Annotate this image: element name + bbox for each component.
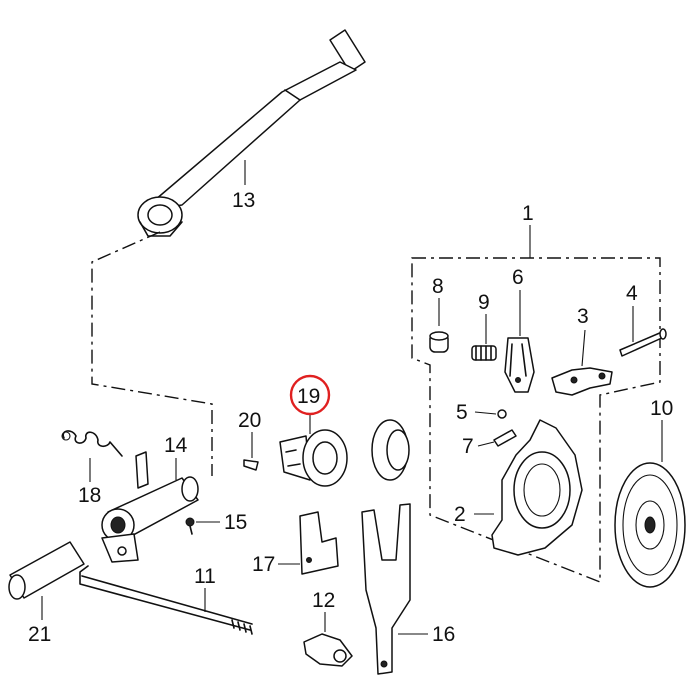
callout-1: 1 (522, 202, 534, 225)
part-18-return-spring[interactable] (61, 430, 123, 457)
highlight-circle (289, 374, 331, 416)
callout-2: 2 (454, 503, 466, 526)
part-17-bracket[interactable] (299, 511, 339, 575)
callout-19: 19 (297, 385, 320, 408)
callout-6: 6 (512, 266, 524, 289)
part-19-bearing-carrier[interactable] (279, 429, 348, 487)
part-8-bushing[interactable] (429, 331, 449, 353)
part-7-pin[interactable] (493, 429, 517, 447)
part-21-grip[interactable] (8, 541, 85, 600)
callout-10: 10 (650, 397, 673, 420)
part-5-clip[interactable] (497, 409, 507, 419)
callout-16: 16 (432, 623, 455, 646)
callout-8: 8 (432, 275, 444, 298)
part-2-pressure-plate[interactable] (491, 419, 583, 556)
part-11-rod[interactable] (79, 565, 253, 635)
leader-7 (477, 441, 495, 447)
callout-21: 21 (28, 623, 51, 646)
callout-5: 5 (456, 401, 468, 424)
part-16-release-fork[interactable] (361, 503, 411, 675)
callout-20: 20 (238, 409, 261, 432)
callout-14: 14 (164, 434, 188, 457)
leader-5 (474, 411, 497, 415)
callout-18: 18 (78, 484, 101, 507)
part-14-cross-shaft[interactable] (101, 451, 199, 563)
callout-11: 11 (194, 565, 216, 588)
callout-15: 15 (224, 511, 247, 534)
assembly-outline-left (91, 231, 213, 476)
part-4-bolt[interactable] (619, 328, 667, 357)
part-13-pedal-arm[interactable] (137, 29, 366, 237)
callout-13: 13 (232, 189, 255, 212)
part-10-clutch-disc[interactable] (614, 462, 686, 588)
part-20-screw[interactable] (243, 459, 259, 471)
part-9-spring[interactable] (471, 345, 497, 361)
part-12-clevis[interactable] (303, 633, 353, 667)
callout-17: 17 (252, 553, 275, 576)
callout-7: 7 (462, 435, 474, 458)
callout-12: 12 (312, 589, 335, 612)
assembly-outline-1 (411, 257, 661, 584)
part-3-linkage[interactable] (551, 367, 613, 396)
callout-4: 4 (626, 282, 638, 305)
part-6-bracket[interactable] (504, 337, 535, 393)
callout-3: 3 (577, 305, 589, 328)
part-15-bolt[interactable] (185, 517, 195, 535)
release-bearing[interactable] (371, 419, 410, 481)
callout-9: 9 (478, 291, 490, 314)
leader-3 (581, 329, 586, 367)
